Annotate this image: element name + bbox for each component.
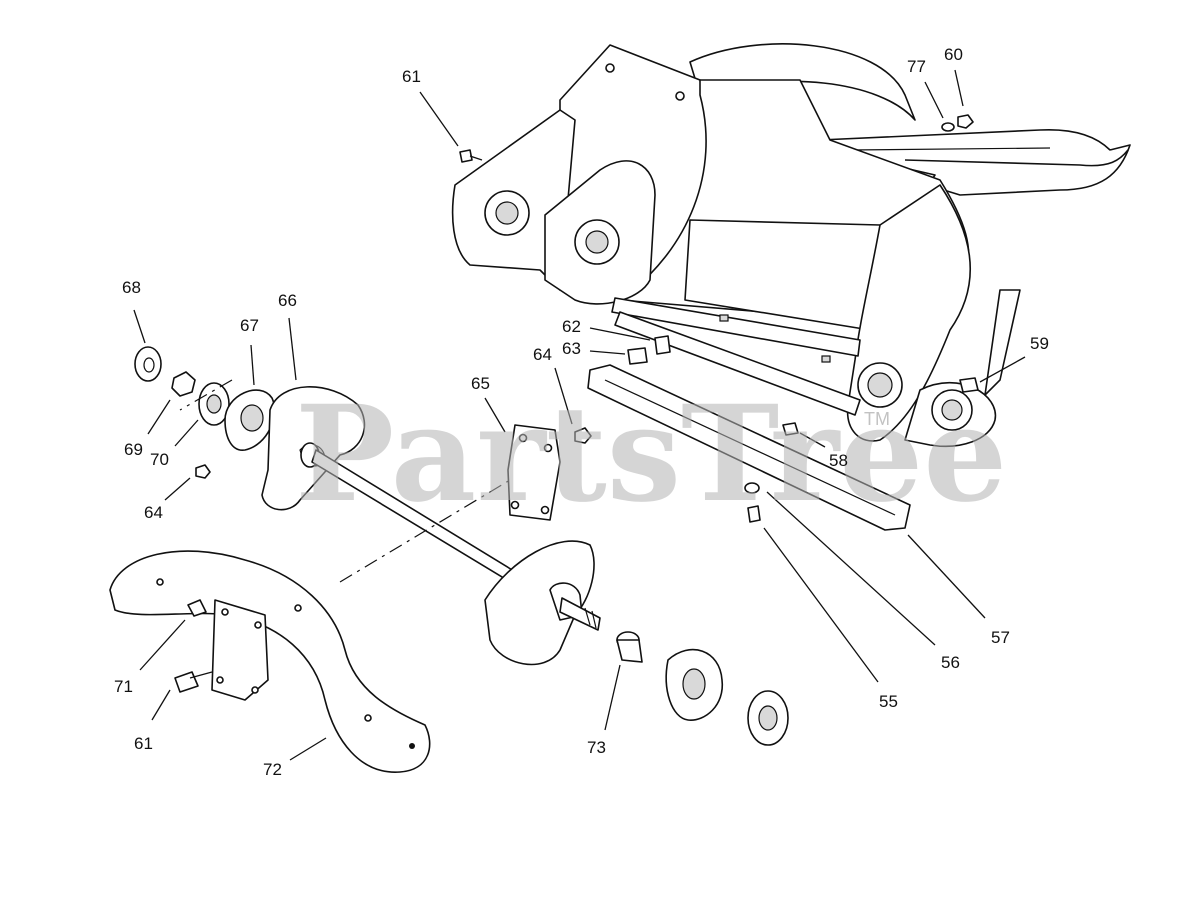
callout-labels: 61 77 60 68 67 66 62 63 64 65 59 69 70 6…: [114, 45, 1049, 779]
callout-58: 58: [829, 451, 848, 470]
callout-69: 69: [124, 440, 143, 459]
callout-56: 56: [941, 653, 960, 672]
callout-61-top: 61: [402, 67, 421, 86]
callout-71: 71: [114, 677, 133, 696]
callout-64-left: 64: [144, 503, 163, 522]
callout-61-bottom: 61: [134, 734, 153, 753]
skid-shoe: [109, 550, 431, 773]
callout-68: 68: [122, 278, 141, 297]
callout-66: 66: [278, 291, 297, 310]
callout-57: 57: [991, 628, 1010, 647]
callout-77: 77: [907, 57, 926, 76]
auger-right: [484, 540, 789, 746]
auger-housing: [451, 43, 1131, 448]
callout-55: 55: [879, 692, 898, 711]
callout-62: 62: [562, 317, 581, 336]
callout-59: 59: [1030, 334, 1049, 353]
watermark-trademark: TM: [864, 409, 890, 429]
leader-lines: [133, 69, 1026, 761]
callout-72: 72: [263, 760, 282, 779]
callout-65: 65: [471, 374, 490, 393]
callout-60: 60: [944, 45, 963, 64]
callout-63: 63: [562, 339, 581, 358]
watermark: PartsTree: [295, 377, 1007, 532]
auger-bracket: [507, 424, 592, 521]
scraper-bar: [587, 364, 911, 531]
callout-64-right: 64: [533, 345, 552, 364]
callout-67: 67: [240, 316, 259, 335]
small-hardware: [459, 114, 979, 523]
callout-73: 73: [587, 738, 606, 757]
callout-70: 70: [150, 450, 169, 469]
